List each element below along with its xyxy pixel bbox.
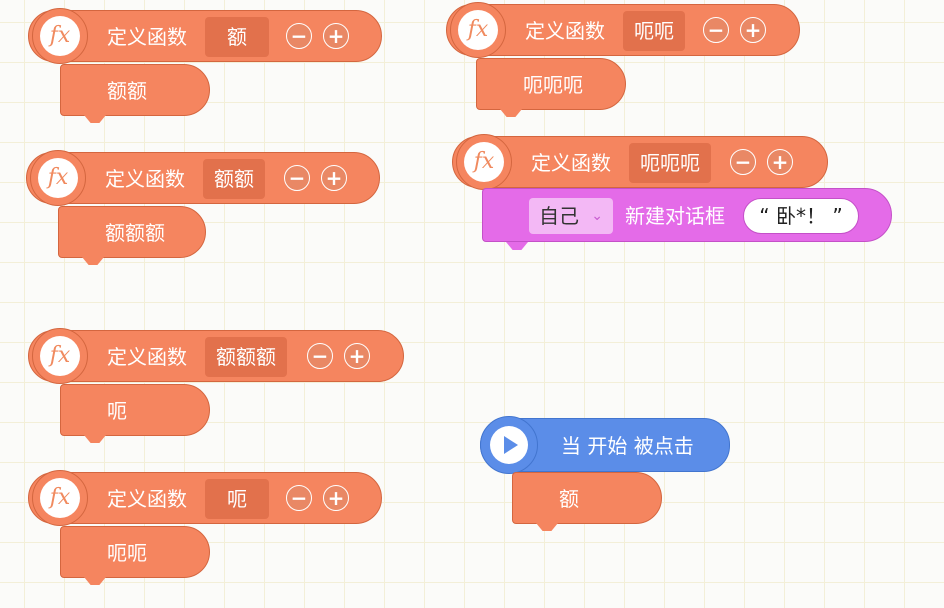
statement-block[interactable]: 额 [512, 472, 662, 524]
add-param-button[interactable]: + [344, 343, 370, 369]
function-name-field[interactable]: 呃呃呃 [629, 143, 711, 183]
block-connector [500, 109, 522, 117]
define-function-hat[interactable]: 定义函数 额额额 − + [28, 330, 404, 382]
statement-block[interactable]: 呃呃 [60, 526, 210, 578]
remove-param-button[interactable]: − [286, 485, 312, 511]
block-connector [536, 523, 558, 531]
fx-badge: fx [456, 134, 512, 190]
target-select-value: 自己 [539, 204, 579, 228]
statement-block[interactable]: 额额额 [58, 206, 206, 258]
function-name-field[interactable]: 额 [205, 17, 269, 57]
block-connector [82, 257, 104, 265]
function-name-field[interactable]: 呃呃 [623, 11, 685, 51]
define-function-label: 定义函数 [525, 19, 605, 43]
block-connector [84, 435, 106, 443]
fx-badge: fx [32, 470, 88, 526]
new-dialog-label: 新建对话框 [625, 204, 725, 228]
target-select[interactable]: 自己 ⌄ [529, 198, 613, 234]
function-icon: fx [40, 336, 80, 376]
block-connector [84, 577, 106, 585]
define-function-label: 定义函数 [107, 345, 187, 369]
remove-param-button[interactable]: − [703, 17, 729, 43]
statement-block[interactable]: 呃呃呃 [476, 58, 626, 110]
remove-param-button[interactable]: − [730, 149, 756, 175]
function-icon: fx [464, 142, 504, 182]
define-function-label: 定义函数 [105, 167, 185, 191]
function-icon: fx [458, 10, 498, 50]
play-icon [490, 426, 528, 464]
chevron-down-icon: ⌄ [591, 208, 603, 224]
function-name-field[interactable]: 额额额 [205, 337, 287, 377]
define-function-hat[interactable]: 定义函数 呃呃呃 − + [452, 136, 828, 188]
define-function-label: 定义函数 [107, 487, 187, 511]
define-function-label: 定义函数 [531, 151, 611, 175]
function-icon: fx [40, 478, 80, 518]
play-badge [480, 416, 538, 474]
add-param-button[interactable]: + [767, 149, 793, 175]
function-name-field[interactable]: 额额 [203, 159, 265, 199]
fx-badge: fx [32, 328, 88, 384]
add-param-button[interactable]: + [323, 23, 349, 49]
remove-param-button[interactable]: − [307, 343, 333, 369]
define-function-label: 定义函数 [107, 25, 187, 49]
new-dialog-block[interactable]: 自己 ⌄ 新建对话框 “ 卧*！ ” [482, 188, 892, 242]
add-param-button[interactable]: + [323, 485, 349, 511]
block-connector [506, 242, 528, 250]
statement-block[interactable]: 额额 [60, 64, 210, 116]
define-function-hat[interactable]: 定义函数 额 − + [28, 10, 382, 62]
fx-badge: fx [32, 8, 88, 64]
remove-param-button[interactable]: − [286, 23, 312, 49]
function-name-field[interactable]: 呃 [205, 479, 269, 519]
remove-param-button[interactable]: − [284, 165, 310, 191]
block-connector [84, 115, 106, 123]
add-param-button[interactable]: + [321, 165, 347, 191]
event-label: 当 开始 被点击 [561, 434, 694, 458]
add-param-button[interactable]: + [740, 17, 766, 43]
fx-badge: fx [450, 2, 506, 58]
statement-block[interactable]: 呃 [60, 384, 210, 436]
function-icon: fx [40, 16, 80, 56]
fx-badge: fx [30, 150, 86, 206]
define-function-hat[interactable]: 定义函数 呃 − + [28, 472, 382, 524]
dialog-text-input[interactable]: “ 卧*！ ” [743, 198, 859, 234]
function-icon: fx [38, 158, 78, 198]
